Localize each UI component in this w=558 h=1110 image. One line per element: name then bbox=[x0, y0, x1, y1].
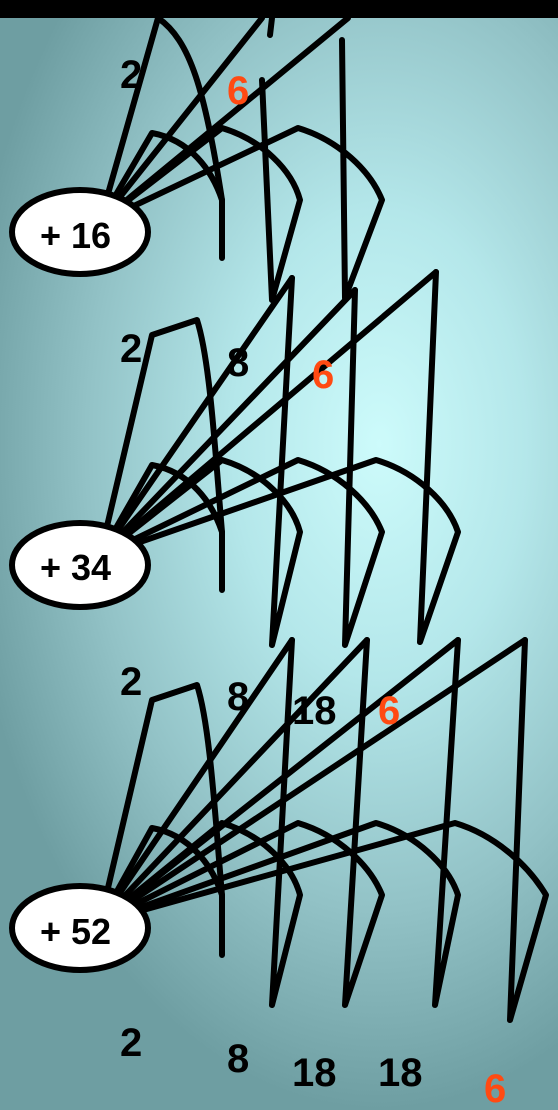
outer-shell-electron-count: 6 bbox=[227, 69, 249, 113]
shell-1-electron-count: 2 bbox=[120, 53, 142, 97]
shell-1-electron-count: 2 bbox=[120, 327, 142, 371]
nucleus-charge-label: + 34 bbox=[40, 547, 111, 588]
nucleus: + 52 bbox=[9, 883, 151, 973]
outer-shell-electron-count: 6 bbox=[378, 689, 400, 733]
nucleus-charge-label: + 52 bbox=[40, 911, 111, 952]
shell-arcs bbox=[97, 637, 549, 1023]
shell-2-electron-count: 8 bbox=[227, 341, 249, 385]
shell-2-electron-count: 8 bbox=[227, 675, 249, 719]
atom-3: + 52 2 8 18 6 bbox=[9, 637, 549, 1023]
nucleus: + 34 bbox=[9, 520, 151, 610]
shell-2-electron-count: 8 bbox=[227, 1037, 249, 1081]
atom-2: + 34 2 8 6 bbox=[9, 269, 461, 648]
shell-arcs bbox=[97, 15, 385, 303]
top-black-bar bbox=[0, 0, 558, 18]
nucleus-charge-label: + 16 bbox=[40, 215, 111, 256]
outer-shell-electron-count: 6 bbox=[312, 353, 334, 397]
nucleus: + 16 bbox=[9, 187, 151, 277]
atom-1: + 16 2 6 bbox=[9, 15, 385, 303]
shell-1-electron-count: 2 bbox=[120, 1021, 142, 1065]
atom-4: 2 8 18 18 6 bbox=[120, 1021, 506, 1110]
shell-3-electron-count: 18 bbox=[292, 689, 337, 733]
outer-shell-electron-count: 6 bbox=[484, 1067, 506, 1110]
shell-arcs bbox=[97, 269, 461, 648]
nucleus-ellipse bbox=[9, 187, 151, 277]
nucleus-ellipse bbox=[9, 883, 151, 973]
shell-3-electron-count: 18 bbox=[292, 1051, 337, 1095]
shell-1-electron-count: 2 bbox=[120, 660, 142, 704]
shell-4-electron-count: 18 bbox=[378, 1051, 423, 1095]
nucleus-ellipse bbox=[9, 520, 151, 610]
